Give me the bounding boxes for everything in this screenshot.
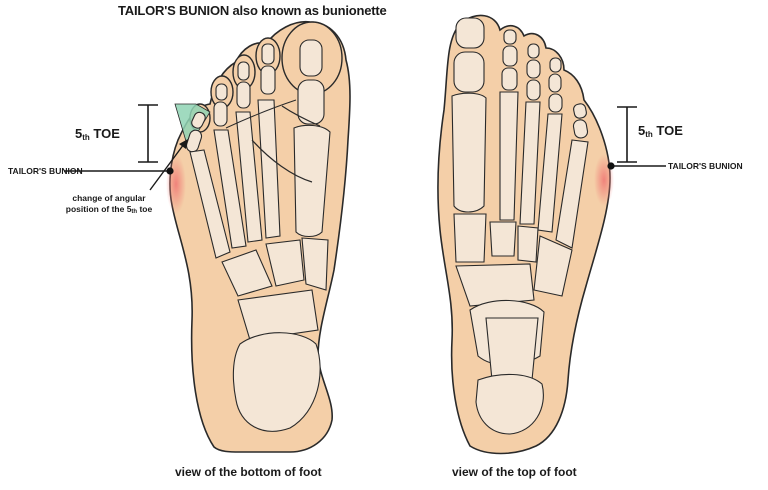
top-toe-label: 5th TOE bbox=[638, 123, 683, 139]
angle-note-arrow bbox=[149, 143, 185, 191]
top-view-foot bbox=[437, 14, 614, 455]
top-view-caption: view of the top of foot bbox=[452, 465, 577, 479]
top-bones bbox=[451, 17, 589, 435]
bottom-detail-line bbox=[281, 105, 321, 127]
bottom-bones bbox=[185, 39, 331, 432]
bottom-detail-line bbox=[251, 139, 313, 183]
diagram-title: TAILOR'S BUNION also known as bunionette bbox=[118, 3, 387, 18]
bottom-bunion-dot bbox=[166, 167, 174, 175]
bottom-bunion-highlight bbox=[166, 154, 186, 214]
bottom-detail-line bbox=[225, 99, 297, 129]
top-bunion-highlight bbox=[594, 154, 614, 206]
angle-note-arrowhead bbox=[179, 139, 188, 149]
bottom-toe-bracket bbox=[138, 104, 158, 163]
bottom-view-caption: view of the bottom of foot bbox=[175, 465, 322, 479]
bottom-toe-label: 5th TOE bbox=[75, 126, 120, 142]
angle-change-note: change of angular position of the 5th to… bbox=[65, 193, 153, 215]
bottom-view-foot bbox=[166, 20, 351, 453]
bottom-bunion-label: TAILOR'S BUNION bbox=[8, 166, 83, 176]
top-bunion-dot bbox=[607, 162, 615, 170]
top-toe-bracket bbox=[617, 106, 637, 163]
top-bunion-label: TAILOR'S BUNION bbox=[668, 161, 743, 171]
